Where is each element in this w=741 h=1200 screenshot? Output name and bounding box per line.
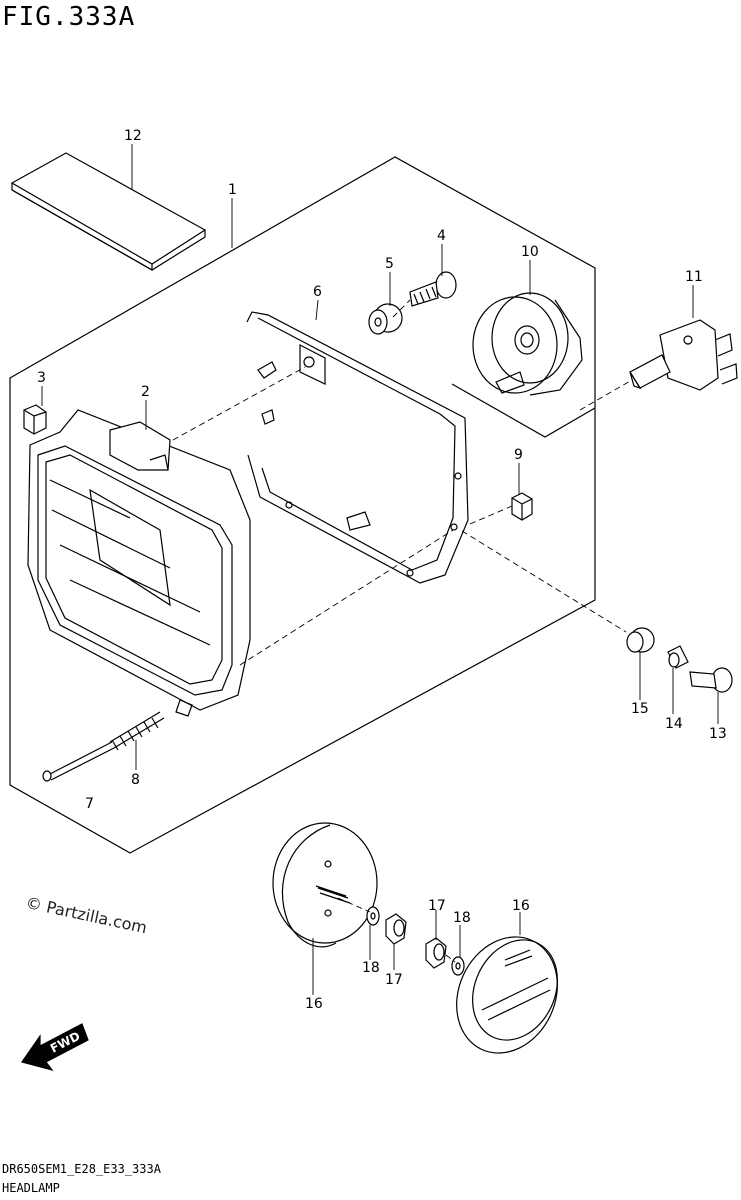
fwd-arrow: FWD <box>22 1024 88 1070</box>
footer-diagram-name: HEADLAMP <box>2 1181 60 1195</box>
callout-16-left: 16 <box>305 996 323 1012</box>
part-cover-16-left <box>273 823 377 947</box>
part-clip-nut-3 <box>24 405 46 434</box>
callout-6: 6 <box>313 284 322 300</box>
part-washer-18a <box>367 907 379 925</box>
part-nut-17b <box>426 938 446 968</box>
part-bolt-13 <box>690 668 732 692</box>
callout-17-left: 17 <box>385 972 403 988</box>
callout-17-right: 17 <box>428 898 446 914</box>
part-bolt-4 <box>410 272 456 306</box>
part-cover-16-right <box>438 920 576 1069</box>
callout-16-right: 16 <box>512 898 530 914</box>
part-nut-17a <box>386 914 406 944</box>
part-socket-cover <box>473 293 582 395</box>
part-headlamp-frame <box>247 312 468 583</box>
callout-9: 9 <box>514 447 523 463</box>
figure-title: FIG.333A <box>2 2 136 32</box>
callout-7: 7 <box>85 796 94 812</box>
part-adjust-spring <box>110 712 164 750</box>
part-headlamp-unit <box>28 410 250 716</box>
footer-diagram-code: DR650SEM1_E28_E33_333A <box>2 1162 161 1176</box>
part-clip-nut-9 <box>512 493 532 520</box>
part-collar-14 <box>668 646 688 668</box>
callout-1: 1 <box>228 182 237 198</box>
callout-10: 10 <box>521 244 539 260</box>
callout-18-left: 18 <box>362 960 380 976</box>
part-adjust-screw <box>43 742 114 781</box>
callout-18-right: 18 <box>453 910 471 926</box>
part-grommet-5 <box>369 304 402 334</box>
part-label-sheet <box>12 153 205 270</box>
callout-12: 12 <box>124 128 142 144</box>
callout-11: 11 <box>685 269 703 285</box>
leader-lines <box>42 144 718 995</box>
alignment-lines <box>173 300 632 962</box>
callout-13: 13 <box>709 726 727 742</box>
callout-2: 2 <box>141 384 150 400</box>
part-bulb <box>630 320 737 390</box>
callout-8: 8 <box>131 772 140 788</box>
part-grommet-15 <box>627 628 654 652</box>
callout-3: 3 <box>37 370 46 386</box>
part-washer-18b <box>452 957 464 975</box>
callout-5: 5 <box>385 256 394 272</box>
callout-14: 14 <box>665 716 683 732</box>
assembly-boundary <box>10 157 595 853</box>
callout-4: 4 <box>437 228 446 244</box>
callout-15: 15 <box>631 701 649 717</box>
